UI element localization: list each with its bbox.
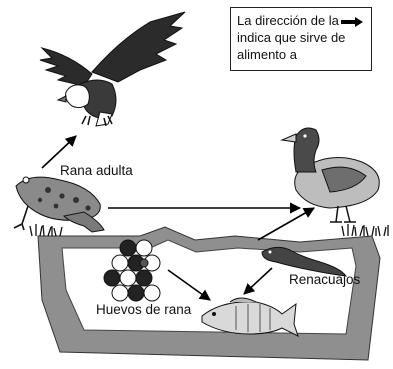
arrow-tadpole-to-fish [243,267,273,295]
eagle-icon [39,11,186,127]
legend-note-line-1: La dirección de la [237,12,365,29]
frog-eye [22,176,30,184]
tadpole-eye [268,250,272,254]
arrow-frog-to-eagle [41,135,77,169]
legend-note-line-2: indica que sirve de [237,30,346,45]
frog-body [15,176,101,221]
pond [29,224,392,369]
eagle-talons [81,115,113,127]
duck-bill [280,133,297,143]
eagle-left-wing [39,47,93,87]
frog-hind-leg [62,211,105,233]
fish-eye [212,312,216,316]
eagle-beak [56,95,67,103]
tadpole-body [261,246,348,277]
frog-eggs-icon [103,239,161,302]
grass-right [341,224,389,237]
right-arrow-icon [340,16,363,27]
adult-frog-icon [13,176,105,233]
fish-fin [229,297,257,303]
legend-note: La dirección de la indica que sirve de a… [230,7,372,71]
eagle-head [65,84,90,109]
arrow-eggs-to-fish [167,269,211,301]
duck-legs [330,205,356,223]
fish-stripes [235,304,271,332]
arrow-fish-to-duck [257,207,315,241]
duck-wing [321,166,367,193]
duck-icon [280,127,380,223]
fish-icon [201,297,299,337]
tadpole-icon [261,246,348,277]
legend-note-line-3: alimento a [237,47,297,62]
frog-spots [37,187,91,211]
grass-left [29,224,63,237]
label-frog-eggs: Huevos de rana [96,302,192,317]
duck-neck-head [293,127,320,173]
frog-front-leg [13,205,29,231]
duck-eye [303,134,307,138]
label-tadpoles: Renacuajos [289,272,361,287]
label-adult-frog: Rana adulta [60,163,133,178]
eagle-right-wing [91,11,186,83]
feeding-arrows [41,135,315,301]
